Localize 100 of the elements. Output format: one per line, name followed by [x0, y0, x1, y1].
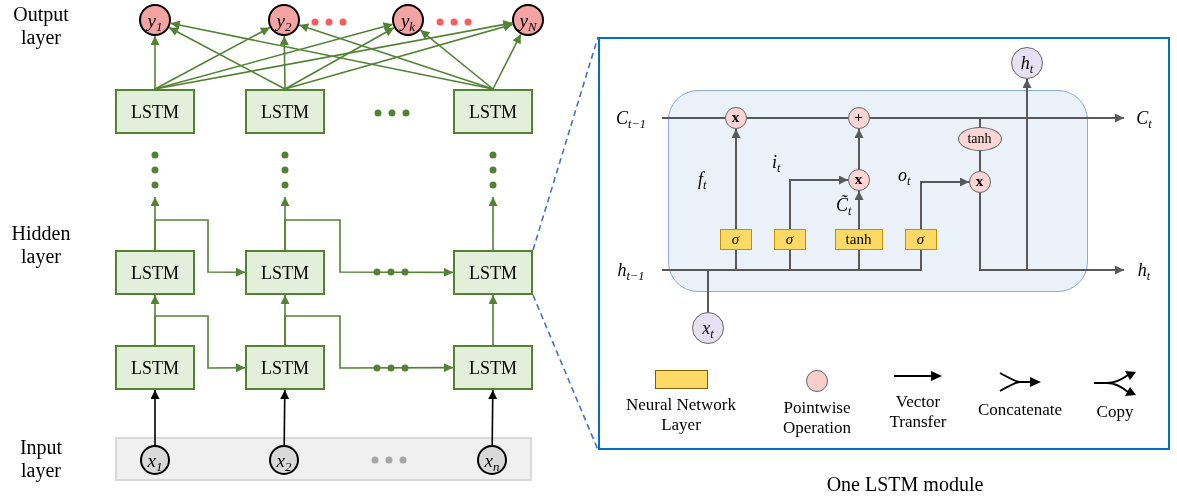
connector-line	[789, 269, 860, 271]
lstm-cell-box	[453, 250, 533, 295]
lstm-cell-box	[453, 345, 533, 390]
neural-layer-box	[773, 228, 806, 250]
node-label: tanh	[845, 231, 872, 247]
node-label: LSTM	[131, 358, 179, 377]
lstm-cell-box	[245, 250, 325, 295]
arrow	[154, 26, 271, 90]
node-label: y$_{N}$	[519, 10, 537, 30]
node-label: h$_{t}$	[1020, 54, 1034, 72]
arrow	[280, 389, 290, 446]
arrow	[488, 389, 498, 446]
node-label: y$_{2}$	[276, 10, 292, 30]
node-label: σ	[916, 231, 925, 247]
arrow	[284, 27, 395, 90]
node-label: +	[854, 110, 863, 125]
output-node	[392, 4, 424, 36]
arrow	[279, 35, 289, 90]
connector-line	[707, 269, 709, 313]
node-label: LSTM	[131, 102, 179, 121]
node-label: x$_{1}$	[147, 450, 163, 470]
node-label: y$_{1}$	[147, 10, 163, 30]
node-label: LSTM	[131, 263, 179, 282]
node-label: x$_{2}$	[276, 450, 292, 470]
state-label: C$_{t}$	[1124, 104, 1164, 132]
lstm-cell-background	[668, 90, 1088, 292]
lstm-cell-box	[115, 345, 195, 390]
arrow	[854, 128, 864, 170]
connector-line	[858, 249, 922, 271]
legend-label: Neural Network Layer	[625, 395, 737, 435]
arrow	[154, 219, 246, 277]
arrow	[154, 22, 394, 90]
neural-layer-box	[719, 228, 752, 250]
arrow	[731, 128, 741, 230]
node-label: x	[854, 172, 863, 187]
state-label: h$_{t−1}$	[600, 256, 662, 284]
node-label: σ	[731, 231, 740, 247]
neural-layer-box	[904, 228, 937, 250]
arrow	[854, 190, 864, 230]
caption: One LSTM module	[825, 473, 985, 496]
node-label: tanh	[967, 131, 992, 146]
arrow	[492, 33, 522, 90]
legend-label: Vector Transfer	[888, 392, 948, 432]
lstm-cell-box	[245, 345, 325, 390]
node-label: LSTM	[261, 263, 309, 282]
arrow	[284, 219, 454, 277]
arrow	[789, 175, 849, 230]
state-label: C$_{t−1}$	[600, 104, 662, 132]
node-label: σ	[785, 231, 794, 247]
input-node	[269, 445, 299, 475]
layer-label: Hidden layer	[10, 222, 72, 268]
legend-label: Copy	[1095, 402, 1135, 422]
arrow	[168, 26, 286, 90]
arrow	[920, 177, 970, 230]
connector-line	[869, 117, 981, 128]
connector-line	[707, 269, 737, 271]
lstm-cell-box	[115, 89, 195, 134]
arrow	[150, 35, 160, 90]
pointwise-operation-ellipse	[957, 126, 1002, 151]
connector-line	[789, 249, 791, 271]
arrow	[154, 315, 246, 373]
connector-line	[735, 249, 737, 271]
connector-line	[979, 150, 981, 172]
node-label: x	[731, 110, 740, 125]
layer-label: Input layer	[18, 436, 64, 482]
neural-layer-box	[834, 228, 883, 250]
arrow	[488, 196, 498, 251]
node-label: x$_{n}$	[484, 450, 500, 470]
arrow	[284, 315, 454, 373]
node-label: LSTM	[469, 102, 517, 121]
layer-label: Output layer	[12, 3, 70, 49]
legend-label: Concatenate	[977, 400, 1063, 420]
output-node	[268, 4, 300, 36]
connector-line	[735, 269, 791, 271]
edge-label: o$_{t}$	[898, 166, 911, 184]
edge-label: C̃$_{t}$	[836, 196, 852, 214]
connector-line	[746, 117, 849, 119]
lstm-cell-box	[245, 89, 325, 134]
node-label: LSTM	[261, 102, 309, 121]
arrow	[284, 22, 514, 90]
edge-label: f$_{t}$	[698, 170, 707, 188]
connector-line	[661, 117, 726, 119]
connector-line	[661, 269, 709, 271]
lstm-cell-box	[115, 250, 195, 295]
lstm-cell-box	[453, 89, 533, 134]
pointwise-operation-circle	[968, 170, 991, 193]
output-node	[139, 4, 171, 36]
input-layer-band	[115, 437, 532, 481]
pointwise-operation-circle	[847, 106, 870, 129]
node-label: y$_{k}$	[400, 10, 416, 30]
module-frame	[598, 37, 1170, 450]
node-label: LSTM	[261, 358, 309, 377]
node-label: x$_{t}$	[702, 319, 714, 337]
node-label: LSTM	[469, 263, 517, 282]
arrow	[298, 23, 494, 90]
edge-label: i$_{t}$	[772, 153, 781, 171]
zoom-guide-line	[532, 36, 599, 251]
node-label: x	[975, 174, 984, 189]
state-label: h$_{t}$	[1124, 256, 1164, 284]
connector-line	[858, 249, 860, 271]
